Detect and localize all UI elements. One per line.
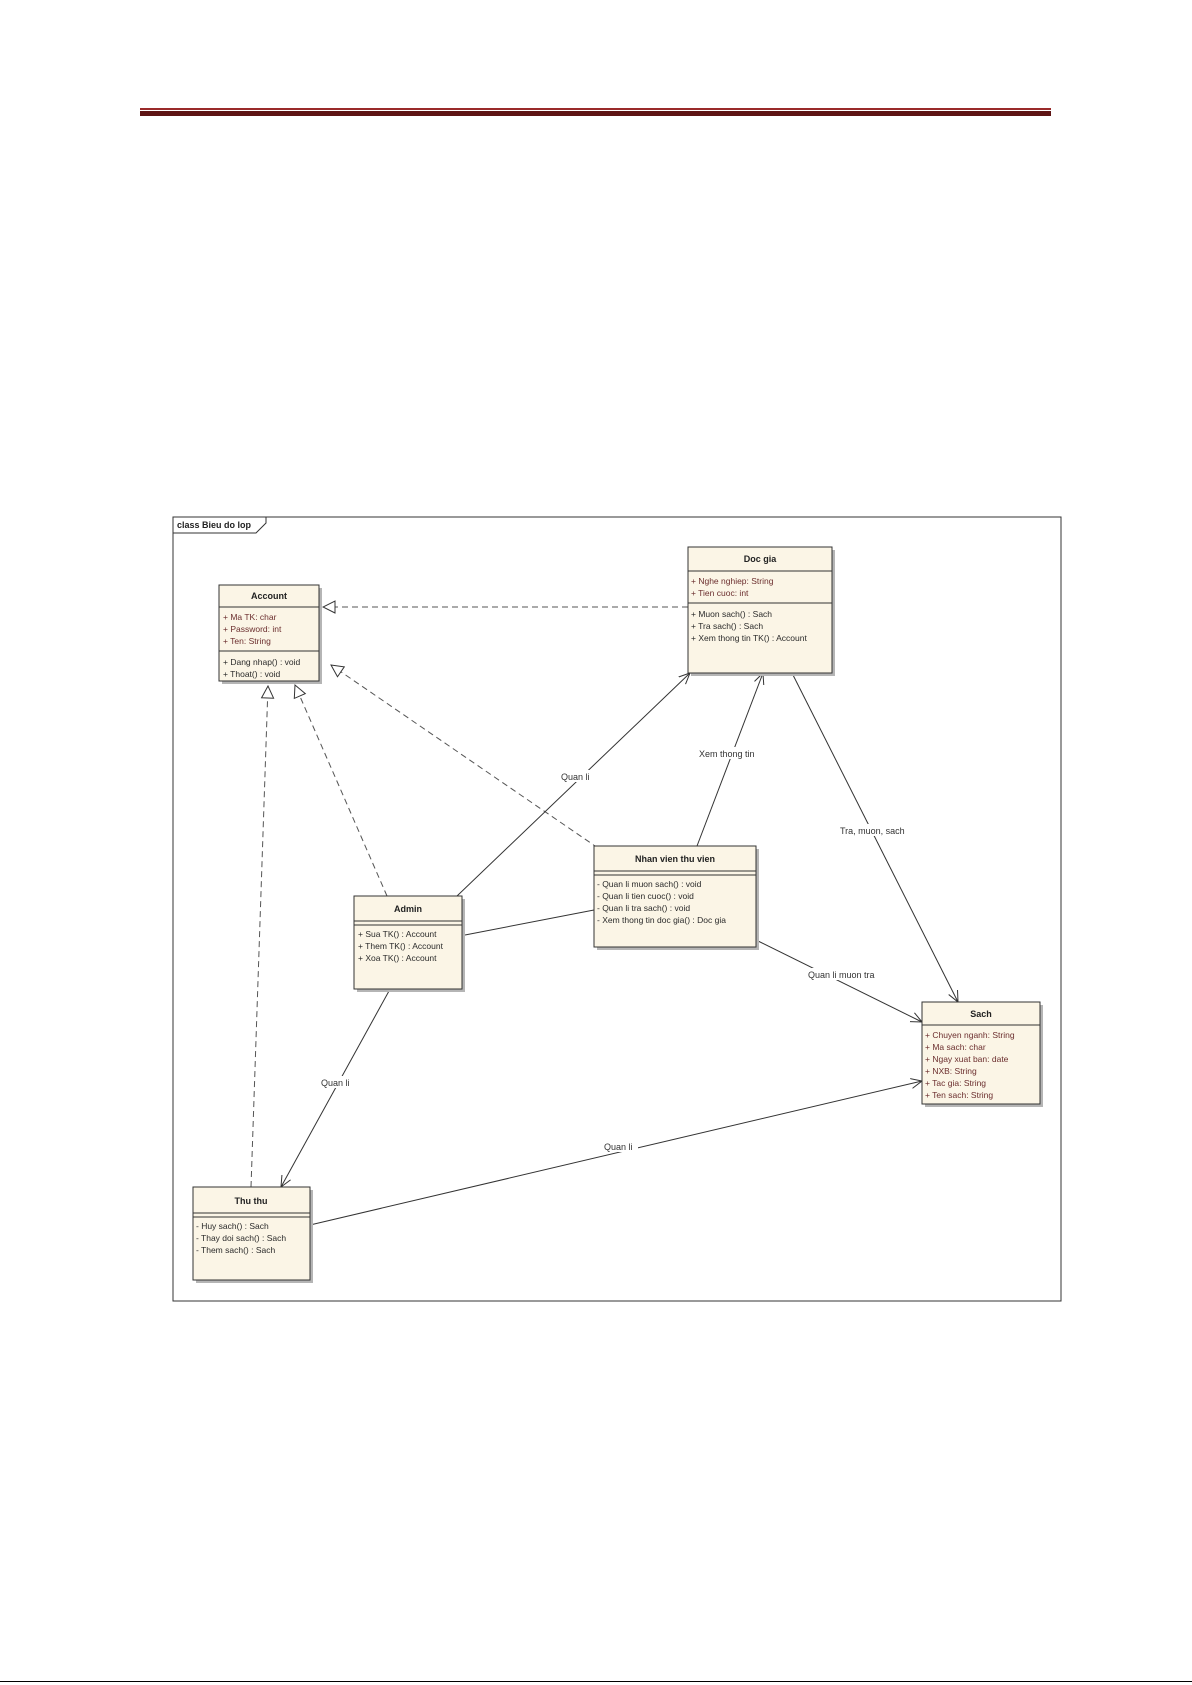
class-attr-sach-2: + Ma sach: char [925, 1042, 986, 1052]
class-docgia: Doc gia + Nghe nghiep: String + Tien cuo… [687, 546, 835, 676]
class-op-admin-3: + Xoa TK() : Account [358, 953, 437, 963]
class-op-nhanvien-1: - Quan li muon sach() : void [597, 879, 702, 889]
edge-nhanvien-sach [757, 940, 922, 1022]
class-attr-sach-3: + Ngay xuat ban: date [925, 1054, 1009, 1064]
class-op-thuthu-2: - Thay doi sach() : Sach [196, 1233, 286, 1243]
edge-thuthu-account [250, 686, 268, 1188]
class-op-docgia-3: + Xem thong tin TK() : Account [691, 633, 807, 643]
edge-nhanvien-account [331, 665, 599, 849]
class-name-admin: Admin [394, 904, 422, 914]
class-name-sach: Sach [970, 1009, 992, 1019]
edge-label-thuthu-sach: Quan li [604, 1142, 633, 1152]
edge-admin-thuthu [281, 990, 390, 1187]
class-attr-sach-5: + Tac gia: String [925, 1078, 986, 1088]
diagram-frame [172, 516, 1062, 1302]
edge-label-nhanvien-docgia: Xem thong tin [699, 749, 755, 759]
class-name-account: Account [251, 591, 287, 601]
class-attr-docgia-2: + Tien cuoc: int [691, 588, 749, 598]
class-nhanvien: Nhan vien thu vien - Quan li muon sach()… [593, 845, 759, 950]
edge-admin-docgia [456, 673, 690, 897]
frame-tab [173, 517, 267, 534]
edge-label-docgia-sach: Tra, muon, sach [840, 826, 905, 836]
class-op-thuthu-3: - Them sach() : Sach [196, 1245, 275, 1255]
class-op-account-2: + Thoat() : void [223, 669, 281, 679]
class-op-nhanvien-3: - Quan li tra sach() : void [597, 903, 690, 913]
class-attr-sach-6: + Ten sach: String [925, 1090, 993, 1100]
class-op-account-1: + Dang nhap() : void [223, 657, 301, 667]
class-op-nhanvien-2: - Quan li tien cuoc() : void [597, 891, 694, 901]
class-attr-sach-1: + Chuyen nganh: String [925, 1030, 1015, 1040]
class-op-nhanvien-4: - Xem thong tin doc gia() : Doc gia [597, 915, 726, 925]
class-attr-account-3: + Ten: String [223, 636, 271, 646]
header-rule [140, 108, 1051, 116]
class-attr-docgia-1: + Nghe nghiep: String [691, 576, 774, 586]
class-op-admin-1: + Sua TK() : Account [358, 929, 437, 939]
class-thuthu: Thu thu - Huy sach() : Sach - Thay doi s… [192, 1186, 313, 1283]
edge-thuthu-sach [309, 1081, 922, 1226]
edge-admin-account [295, 685, 388, 897]
class-sach: Sach + Chuyen nganh: String + Ma sach: c… [921, 1001, 1043, 1107]
class-op-thuthu-1: - Huy sach() : Sach [196, 1221, 269, 1231]
class-attr-account-1: + Ma TK: char [223, 612, 277, 622]
class-attr-account-2: + Password: int [223, 624, 282, 634]
class-name-nhanvien: Nhan vien thu vien [635, 854, 715, 864]
edge-admin-nhanvien [464, 909, 595, 936]
edge-nhanvien-docgia [696, 673, 763, 847]
edge-label-nhanvien-sach: Quan li muon tra [808, 970, 875, 980]
class-name-docgia: Doc gia [744, 554, 778, 564]
relationships [250, 607, 958, 1226]
class-name-thuthu: Thu thu [235, 1196, 268, 1206]
edge-label-admin-thuthu: Quan li [321, 1078, 350, 1088]
edge-label-admin-docgia: Quan li [561, 772, 590, 782]
class-op-admin-2: + Them TK() : Account [358, 941, 444, 951]
class-admin: Admin + Sua TK() : Account + Them TK() :… [353, 895, 465, 992]
footer-rule [0, 1681, 1192, 1682]
class-attr-sach-4: + NXB: String [925, 1066, 977, 1076]
class-account: Account + Ma TK: char + Password: int + … [218, 584, 322, 684]
class-op-docgia-2: + Tra sach() : Sach [691, 621, 763, 631]
class-op-docgia-1: + Muon sach() : Sach [691, 609, 772, 619]
edge-labels: Quan li Xem thong tin Tra, muon, sach Qu… [318, 747, 912, 1152]
frame-label: class Bieu do lop [177, 520, 252, 530]
edge-docgia-sach [791, 672, 958, 1002]
